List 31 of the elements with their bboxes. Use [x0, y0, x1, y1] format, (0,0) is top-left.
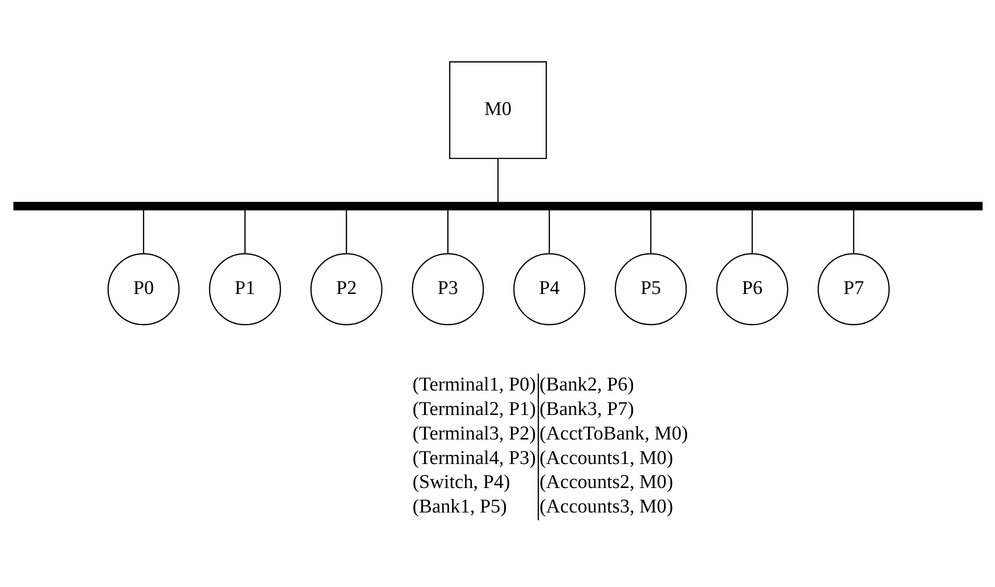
label: (Accounts1, M0)	[539, 448, 673, 469]
connector	[345, 210, 347, 254]
node-circle: P0	[107, 253, 180, 326]
label: (Bank2, P6)	[539, 374, 634, 396]
connector	[244, 210, 246, 254]
node-circle: P6	[716, 253, 788, 326]
label: (AcctToBank, M0)	[539, 423, 688, 444]
connector	[142, 210, 144, 254]
node-circle: P2	[310, 253, 382, 326]
label: (Terminal1, P0)	[412, 374, 536, 396]
label: (Switch, P4)	[412, 472, 510, 494]
node-circle: P7	[817, 253, 890, 326]
label: (Accounts2, M0)	[539, 472, 673, 494]
label: (Terminal2, P1)	[412, 398, 536, 420]
connector	[496, 158, 498, 202]
label: (Terminal3, P2)	[412, 423, 536, 444]
node-circle: P5	[614, 253, 686, 326]
label: (Bank3, P7)	[539, 398, 634, 420]
connector	[548, 210, 550, 254]
node-circle: P1	[208, 253, 281, 326]
label: (Terminal4, P3)	[412, 448, 536, 469]
node-circle: P4	[512, 253, 585, 326]
connector	[751, 210, 752, 254]
label: (Bank1, P5)	[412, 496, 506, 518]
node-bar	[12, 202, 982, 210]
node-circle: P3	[411, 253, 484, 326]
node-box: M0	[448, 61, 546, 160]
label: (Accounts3, M0)	[539, 496, 673, 518]
connector	[650, 210, 651, 254]
connector	[852, 210, 854, 254]
connector	[446, 210, 448, 254]
